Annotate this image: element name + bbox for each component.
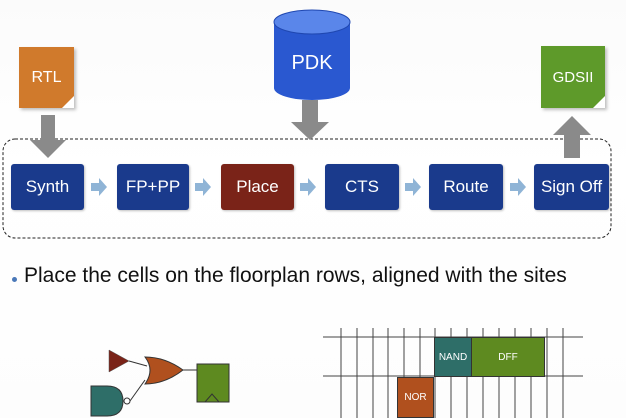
gate-schematic [90, 349, 230, 417]
flow-step-label: FP+PP [125, 177, 181, 196]
flip-flop-icon [196, 363, 230, 403]
rtl-down-arrow [30, 115, 66, 158]
connector-arrow-icon [405, 178, 421, 196]
nor-cell-label: NOR [404, 392, 427, 403]
bullet-text: Place the cells on the floorplan rows, a… [24, 264, 567, 287]
nor-cell: NOR [397, 377, 434, 418]
buffer-gate-icon [108, 349, 130, 373]
nand-cell: NAND [434, 337, 472, 377]
flow-step-route: Route [429, 164, 503, 210]
flow-step-sign-off: Sign Off [534, 164, 609, 210]
rtl-note: RTL [19, 47, 74, 108]
pdk-down-arrow [291, 100, 329, 140]
page-fold-icon [593, 96, 605, 108]
page-fold-icon [62, 96, 74, 108]
connector-arrow-icon [195, 178, 211, 196]
connector-arrow-icon [510, 178, 526, 196]
gdsii-label: GDSII [552, 68, 594, 86]
flow-step-synth: Synth [11, 164, 84, 210]
nand-gate-icon [90, 385, 124, 417]
flow-step-label: Sign Off [540, 177, 603, 196]
dff-cell: DFF [471, 337, 545, 377]
gdsii-up-arrow [553, 116, 591, 158]
dff-cell-label: DFF [498, 351, 518, 363]
flow-step-label: Place [236, 177, 279, 196]
flow-step-place: Place [221, 164, 294, 210]
flow-step-label: Synth [25, 177, 70, 196]
flow-step-fp-pp: FP+PP [117, 164, 189, 210]
connector-arrow-icon [300, 178, 316, 196]
or-gate-icon [143, 356, 184, 385]
flow-step-label: CTS [345, 177, 379, 196]
bullet-dot [12, 277, 17, 282]
connector-arrow-icon [91, 178, 107, 196]
pdk-cylinder [273, 9, 351, 100]
pdk-label: PDK [291, 52, 333, 74]
rtl-label: RTL [31, 68, 62, 86]
gdsii-note: GDSII [541, 46, 605, 108]
flow-step-cts: CTS [325, 164, 399, 210]
flow-step-label: Route [443, 177, 489, 196]
nand-cell-label: NAND [438, 351, 468, 363]
